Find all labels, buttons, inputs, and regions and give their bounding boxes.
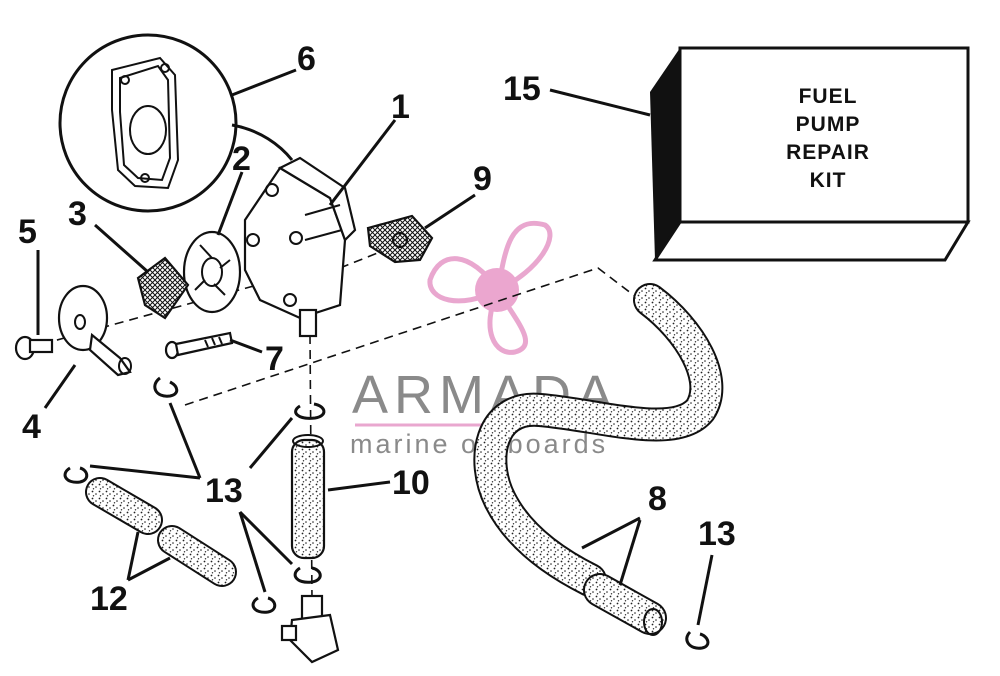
part-7-bolt xyxy=(164,331,234,360)
propeller-hub-icon xyxy=(475,268,519,312)
callout-7: 7 xyxy=(265,340,284,378)
callout-8: 8 xyxy=(648,480,667,518)
part-12-hose-segments xyxy=(85,477,237,587)
part-10-hose xyxy=(290,434,326,560)
part-8-fuel-hose xyxy=(473,283,724,636)
kit-text-line-1: FUEL xyxy=(799,85,858,108)
leader-lines xyxy=(36,68,714,626)
callout-13-left: 13 xyxy=(205,472,243,510)
callout-labels: 1 2 3 4 5 6 7 8 9 10 12 13 13 15 xyxy=(18,40,736,618)
kit-text-line-3: REPAIR xyxy=(786,141,870,164)
kit-text-line-2: PUMP xyxy=(796,113,861,136)
part-5-screw xyxy=(14,335,54,361)
part-4-cover xyxy=(57,284,132,377)
callout-12: 12 xyxy=(90,580,128,618)
part-1-pump-body xyxy=(243,156,357,338)
callout-2: 2 xyxy=(232,140,251,178)
part-13-clamps xyxy=(63,376,710,650)
part-2-diaphragm xyxy=(182,230,242,314)
part-6-gasket-detail xyxy=(58,33,294,213)
callout-13-right: 13 xyxy=(698,515,736,553)
callout-1: 1 xyxy=(391,88,410,126)
elbow-fitting xyxy=(280,594,340,664)
part-9-gasket xyxy=(366,214,434,264)
callout-6: 6 xyxy=(297,40,316,78)
part-15-repair-kit-box: FUEL PUMP REPAIR KIT xyxy=(650,46,971,262)
callout-15: 15 xyxy=(503,70,541,108)
callout-3: 3 xyxy=(68,195,87,233)
propeller-logo-icon xyxy=(427,220,553,355)
callout-10: 10 xyxy=(392,464,430,502)
callout-5: 5 xyxy=(18,213,37,251)
callout-9: 9 xyxy=(473,160,492,198)
callout-4: 4 xyxy=(22,408,41,446)
kit-text-line-4: KIT xyxy=(810,169,847,192)
part-3-screen xyxy=(136,256,190,320)
